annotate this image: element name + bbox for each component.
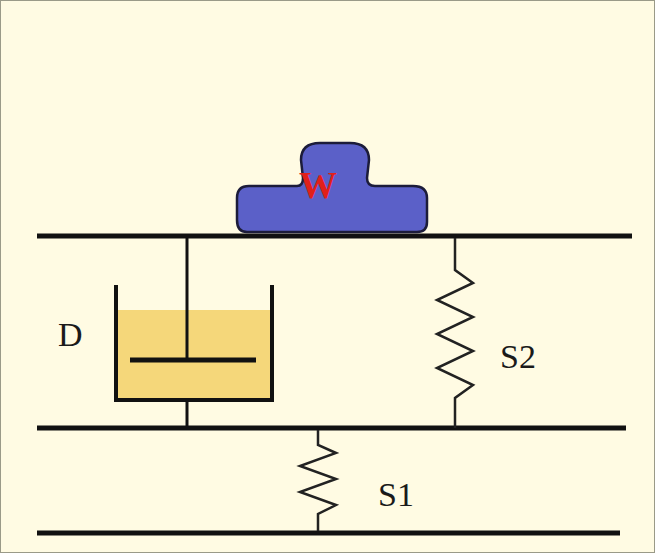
damper-cylinder xyxy=(116,285,272,400)
weight-block: W xyxy=(235,140,430,234)
base-plate xyxy=(37,531,620,536)
spring-label: S2 xyxy=(500,340,536,374)
spring-symbol xyxy=(437,238,473,428)
damper-rod xyxy=(186,400,189,428)
piston xyxy=(130,358,256,363)
piston-rod xyxy=(186,236,189,360)
spring-symbol xyxy=(300,430,336,531)
middle-plate xyxy=(37,426,626,431)
damper-fluid xyxy=(118,310,270,398)
weight-label: W xyxy=(299,166,337,204)
top-plate xyxy=(37,234,632,239)
damper-label: D xyxy=(58,318,83,352)
spring-label: S1 xyxy=(378,478,414,512)
